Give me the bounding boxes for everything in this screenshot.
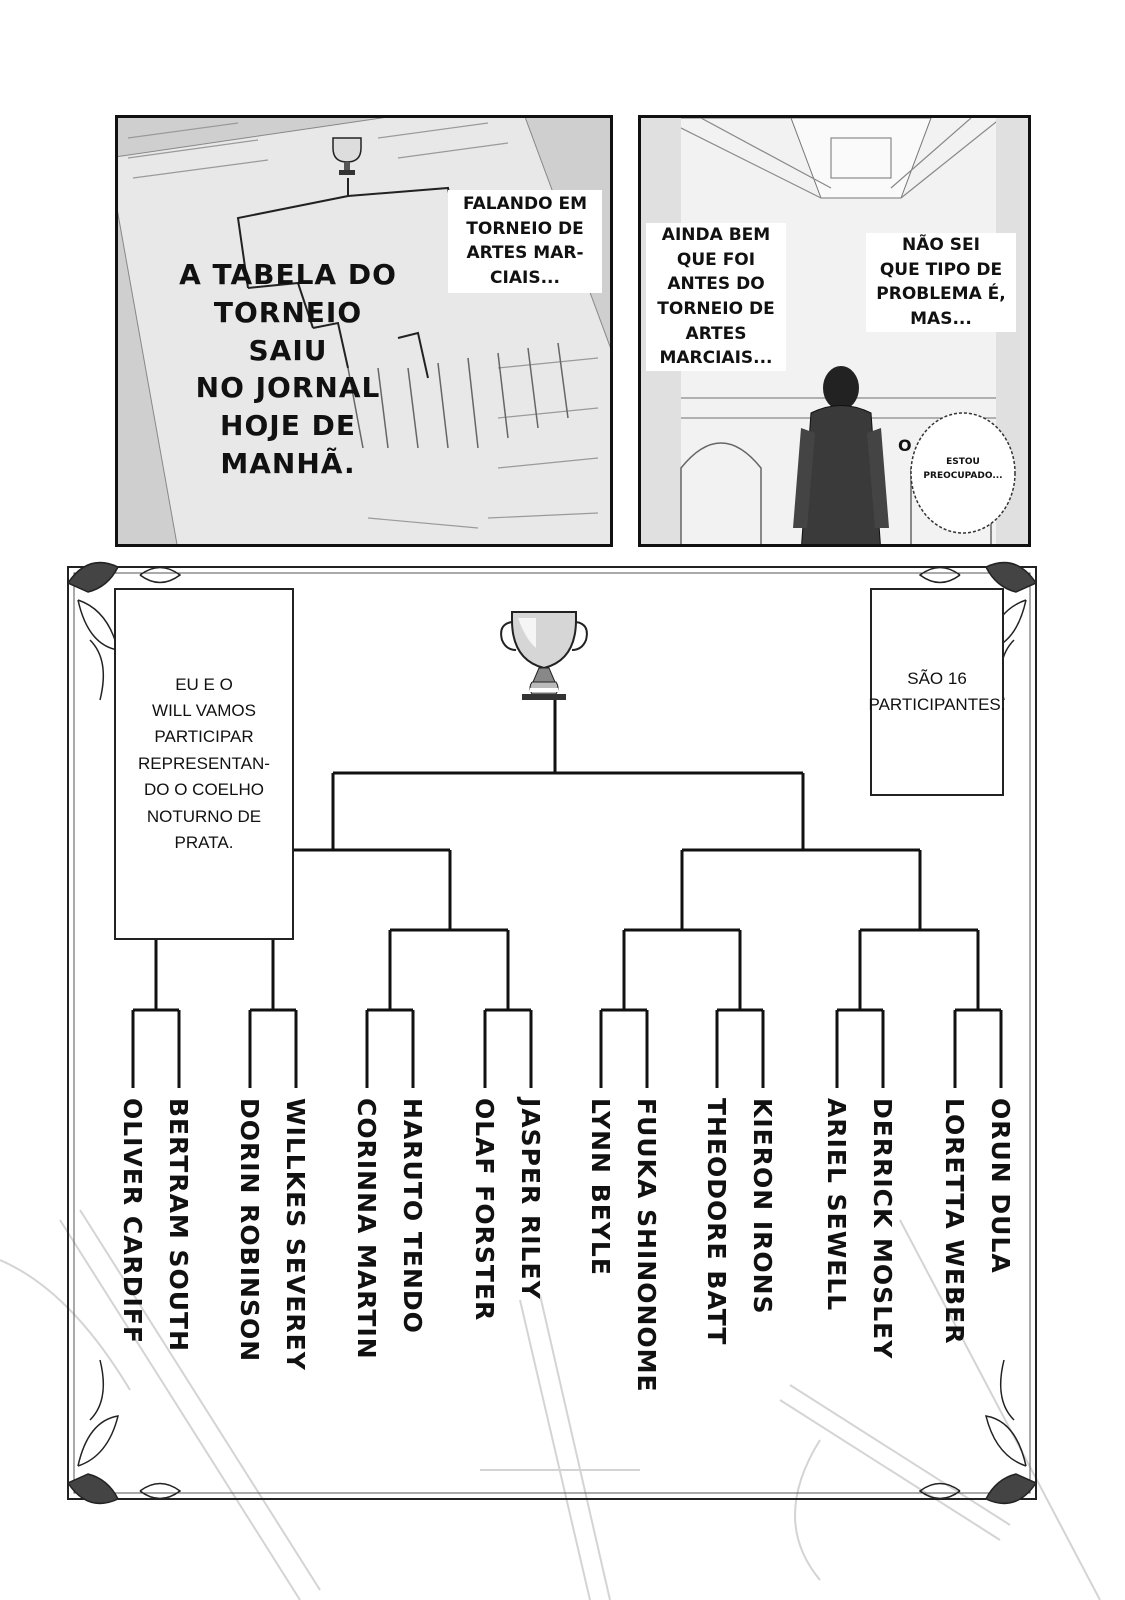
participant-name: DORIN ROBINSON bbox=[235, 1098, 264, 1363]
participant-name: HARUTO TENDO bbox=[398, 1098, 427, 1334]
bubble-worried: ESTOU PREOCUPADO... bbox=[923, 457, 1003, 481]
caption-newspaper: A TABELA DO TORNEIO SAIU NO JORNAL HOJE … bbox=[179, 258, 397, 480]
panel-hallway: AINDA BEM QUE FOI ANTES DO TORNEIO DE AR… bbox=[638, 115, 1031, 547]
participant-name: THEODORE BATT bbox=[702, 1098, 731, 1346]
participant-name: ARIEL SEWELL bbox=[822, 1098, 851, 1312]
newspaper-trophy-icon bbox=[332, 137, 362, 175]
participant-name: ORUN DULA bbox=[986, 1098, 1015, 1274]
caption-talking-tournament: FALANDO EM TORNEIO DE ARTES MAR- CIAIS..… bbox=[448, 190, 602, 293]
participant-name: CORINNA MARTIN bbox=[352, 1098, 381, 1360]
participant-name: FUUKA SHINONOME bbox=[632, 1098, 661, 1393]
note-participant-count: SÃO 16 PARTICIPANTES. bbox=[869, 588, 1006, 796]
participant-name: OLAF FORSTER bbox=[470, 1098, 499, 1322]
participant-name: LORETTA WEBER bbox=[940, 1098, 969, 1345]
note-participation: EU E O WILL VAMOS PARTICIPAR REPRESENTAN… bbox=[114, 588, 294, 940]
trophy-icon bbox=[500, 611, 588, 700]
participant-name: LYNN BEYLE bbox=[586, 1098, 615, 1276]
tournament-bracket-lines bbox=[131, 700, 1003, 1088]
caption-glad: AINDA BEM QUE FOI ANTES DO TORNEIO DE AR… bbox=[646, 223, 786, 371]
caption-unsure: NÃO SEI QUE TIPO DE PROBLEMA É, MAS... bbox=[866, 233, 1016, 332]
ornament-corner-icon bbox=[66, 561, 1038, 1505]
bubble-o: O bbox=[898, 436, 912, 455]
participant-name: JASPER RILEY bbox=[516, 1098, 545, 1300]
participant-name: OLIVER CARDIFF bbox=[118, 1098, 147, 1345]
participant-name: KIERON IRONS bbox=[748, 1098, 777, 1315]
thought-bubble bbox=[910, 412, 1016, 534]
character-back-view bbox=[793, 366, 889, 544]
participant-name: WILLKES SEVEREY bbox=[281, 1098, 310, 1371]
panel-newspaper: A TABELA DO TORNEIO SAIU NO JORNAL HOJE … bbox=[115, 115, 613, 547]
participant-name: BERTRAM SOUTH bbox=[164, 1098, 193, 1353]
participant-name: DERRICK MOSLEY bbox=[868, 1098, 897, 1360]
